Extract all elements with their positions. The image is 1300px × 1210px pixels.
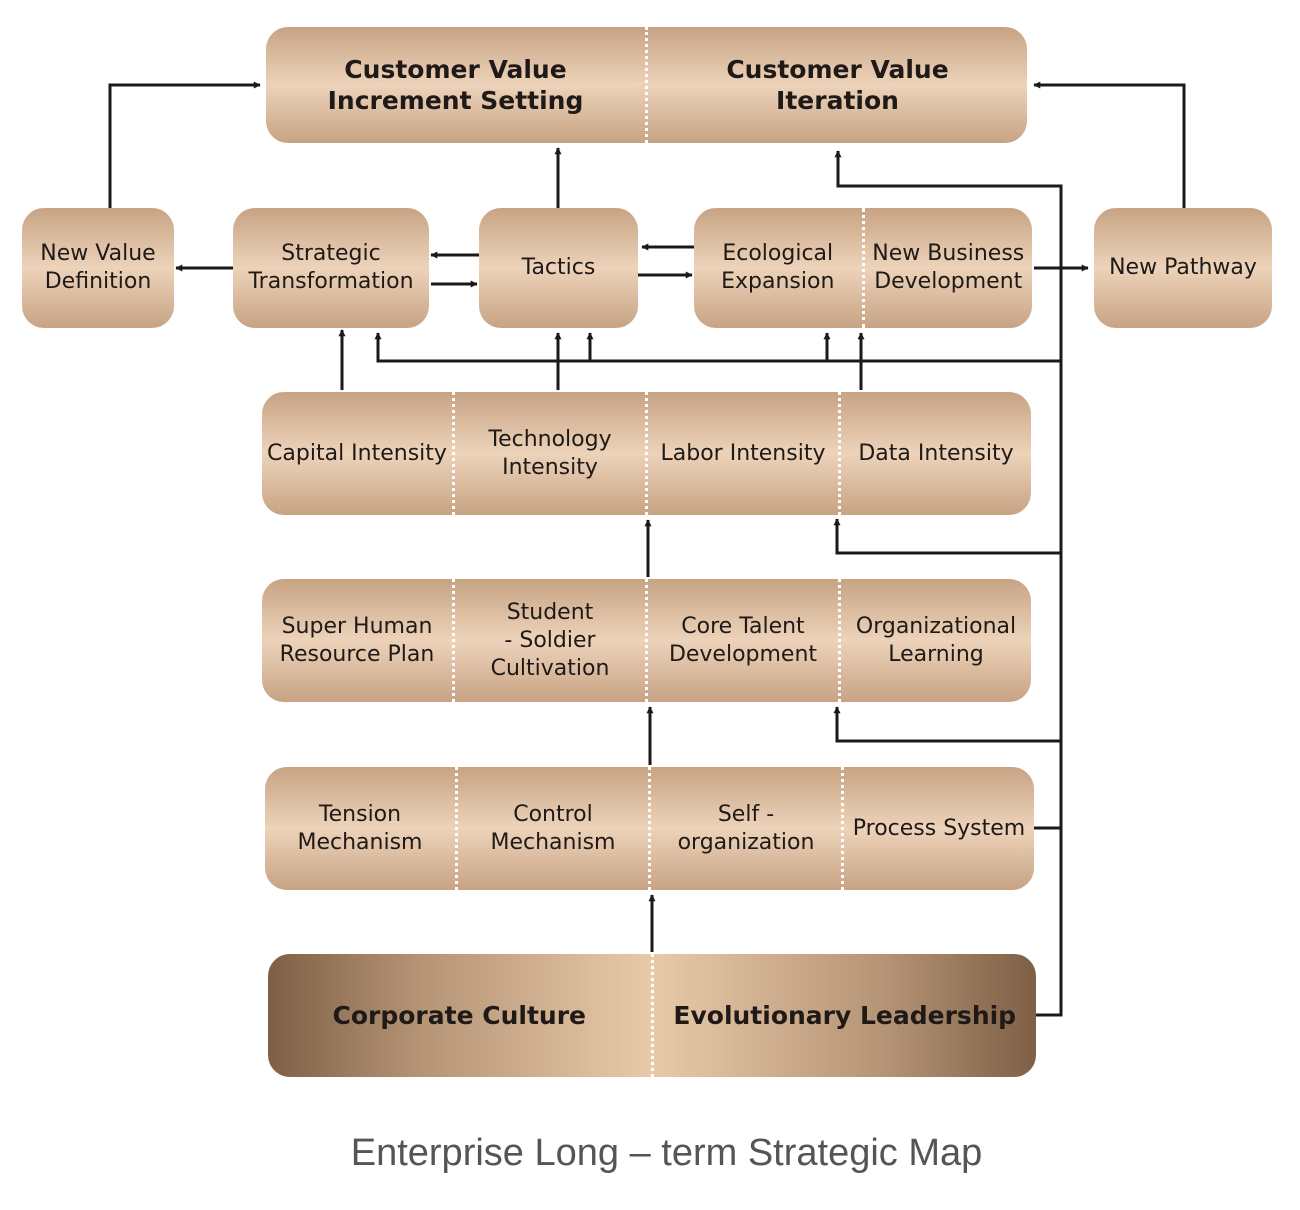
labor-intensity: Labor Intensity (645, 392, 838, 515)
tension-mechanism: Tension Mechanism (297, 801, 423, 855)
new-value-definition-box: New Value Definition (22, 208, 174, 328)
new-value-definition-label: New Value Definition (40, 241, 156, 294)
corporate-culture: Corporate Culture (332, 1001, 586, 1030)
control-mechanism: Control Mechanism (455, 767, 648, 890)
strategic-transformation-label: Strategic Transformation (248, 241, 414, 294)
new-pathway-label: New Pathway (1109, 255, 1257, 280)
core-talent-development: Core Talent Development (645, 579, 838, 702)
mechanism-box: Tension Mechanism Control Mechanism Self… (265, 767, 1034, 890)
capital-intensity: Capital Intensity (267, 440, 447, 466)
process-system: Process System (841, 767, 1034, 890)
arrow-bus-to-data-intensity (833, 518, 1061, 555)
super-human-resource-plan: Super Human Resource Plan (279, 613, 435, 667)
intensity-box: Capital Intensity Technology Intensity L… (262, 392, 1031, 515)
arrow-bus-to-strategic (374, 332, 1061, 363)
customer-value-box: Customer Value Increment Setting Custome… (266, 27, 1027, 143)
technology-intensity: Technology Intensity (452, 392, 645, 515)
evolutionary-leadership: Evolutionary Leadership (650, 954, 1037, 1077)
organizational-learning: Organizational Learning (838, 579, 1031, 702)
new-pathway-box: New Pathway (1094, 208, 1272, 328)
student-soldier-cultivation: Student - Soldier Cultivation (452, 579, 645, 702)
tactics-box: Tactics (479, 208, 638, 328)
ecological-expansion-label: Ecological Expansion (721, 241, 835, 294)
arrow-newpathway-to-top (1033, 81, 1186, 208)
right-feedback-bus (834, 150, 1063, 1017)
new-business-development-label: New Business Development (861, 208, 1033, 328)
expansion-development-box: Ecological Expansion New Business Develo… (694, 208, 1032, 328)
tactics-label: Tactics (521, 255, 596, 280)
arrow-newvalue-to-top (108, 81, 261, 208)
talent-box: Super Human Resource Plan Student - Sold… (262, 579, 1031, 702)
customer-value-iteration: Customer Value Iteration (645, 27, 1027, 143)
diagram-caption: Enterprise Long – term Strategic Map (350, 1132, 983, 1174)
data-intensity: Data Intensity (838, 392, 1031, 515)
arrow-bus-to-org-learning (833, 706, 1061, 743)
self-organization: Self - organization (648, 767, 841, 890)
strategic-transformation-box: Strategic Transformation (233, 208, 429, 328)
customer-value-increment-setting: Customer Value Increment Setting (327, 55, 584, 115)
foundation-box: Corporate Culture Evolutionary Leadershi… (268, 954, 1036, 1077)
